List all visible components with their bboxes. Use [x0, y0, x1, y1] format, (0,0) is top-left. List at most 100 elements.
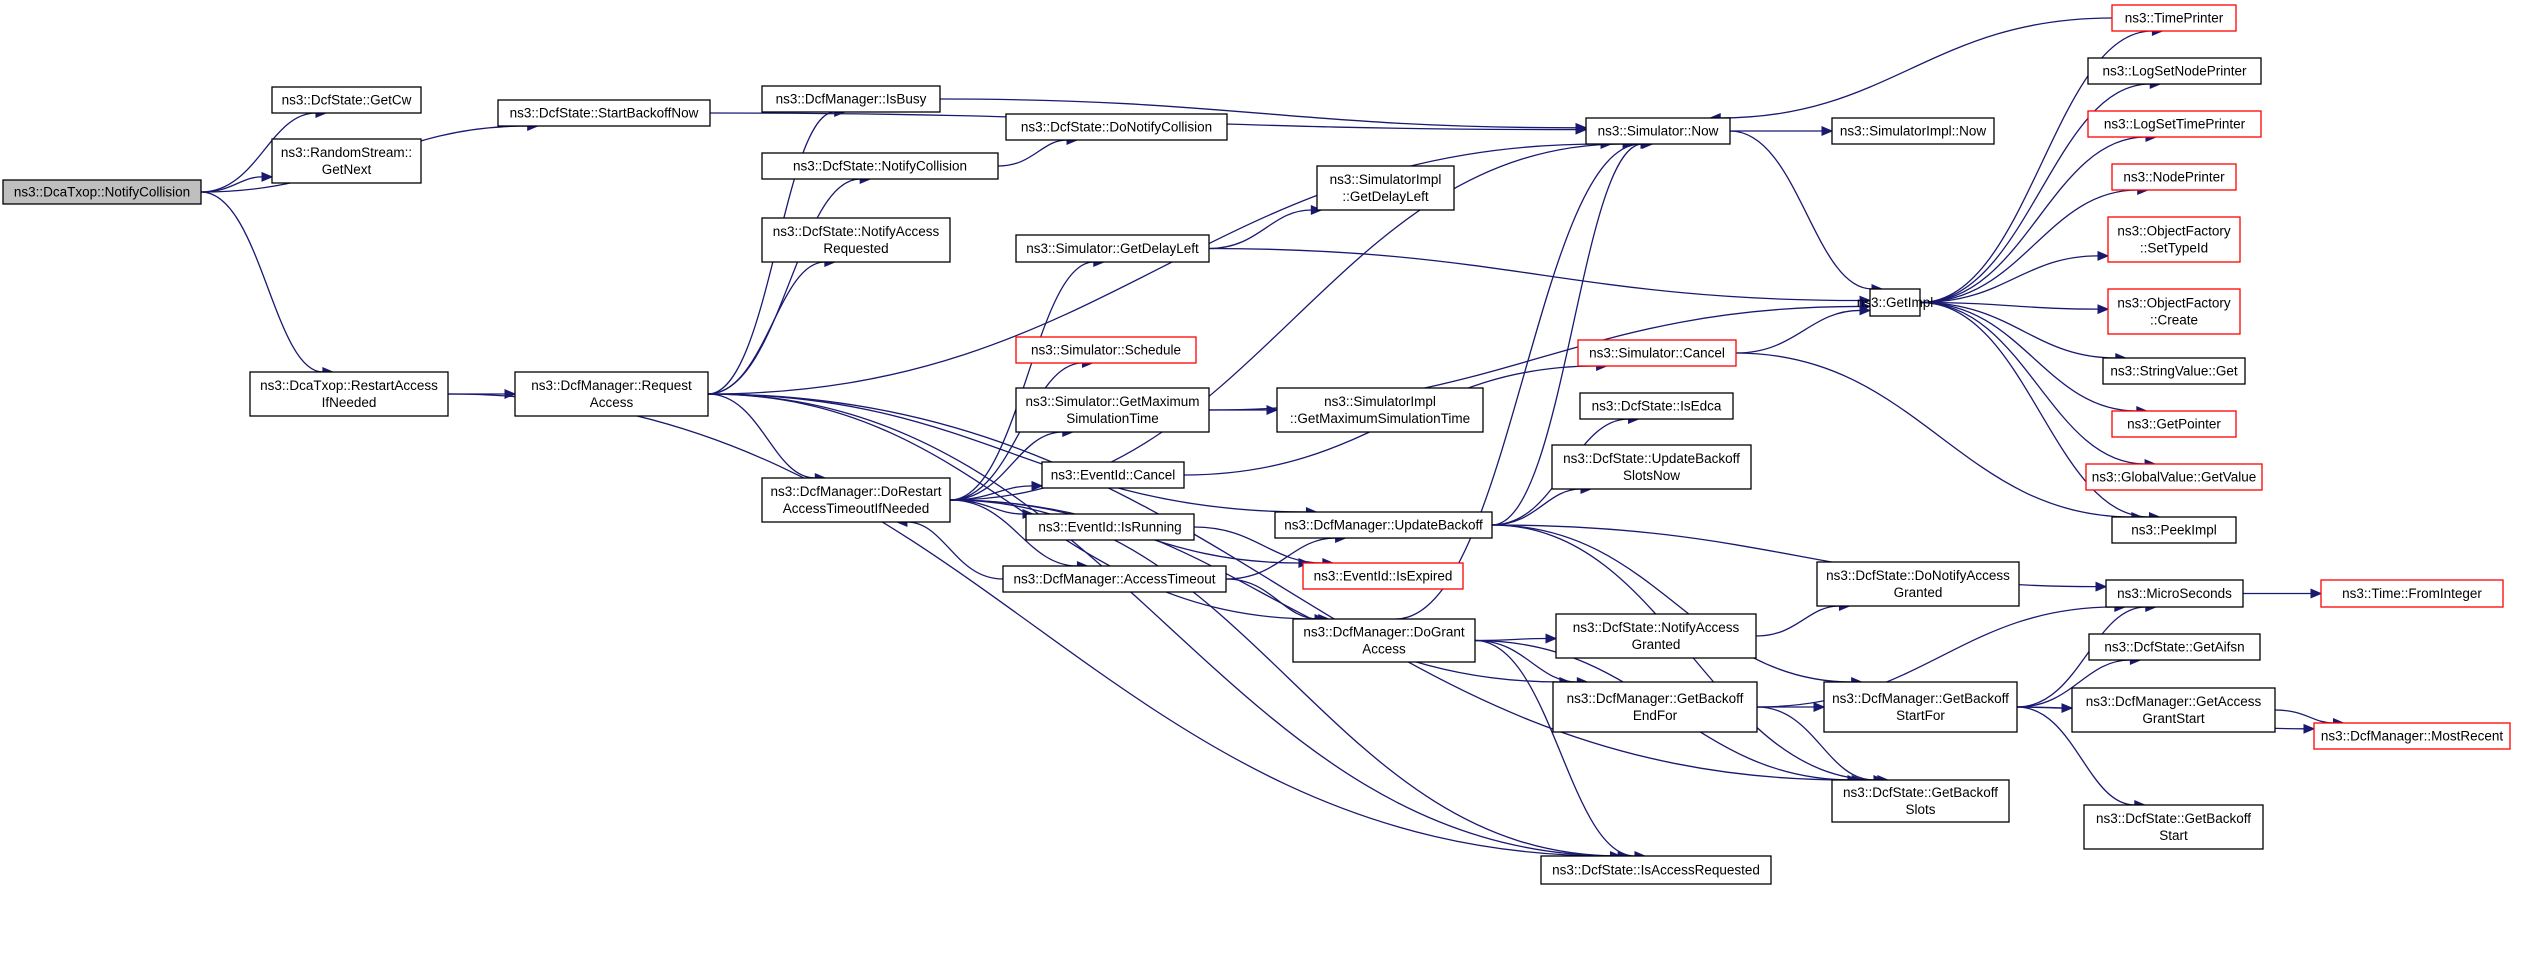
arrow-head-icon — [1545, 633, 1558, 644]
function-node-dcfGetCw[interactable]: ns3::DcfState::GetCw — [271, 86, 422, 114]
function-node-logSetNodePrinter[interactable]: ns3::LogSetNodePrinter — [2087, 57, 2262, 85]
function-node-simCancel[interactable]: ns3::Simulator::Cancel — [1577, 339, 1737, 367]
edge-line — [707, 143, 1602, 395]
function-node-isBusy[interactable]: ns3::DcfManager::IsBusy — [761, 85, 941, 113]
function-node-root[interactable]: ns3::DcaTxop::NotifyCollision — [2, 179, 202, 205]
call-edge-simCancel-to-peekImpl — [1735, 352, 2144, 522]
function-node-doRestart[interactable]: ns3::DcfManager::DoRestartAccessTimeoutI… — [761, 477, 951, 523]
function-node-stringValueGet[interactable]: ns3::StringValue::Get — [2102, 357, 2246, 385]
edge-line — [2016, 706, 2135, 806]
function-node-nodePrinter[interactable]: ns3::NodePrinter — [2111, 163, 2237, 191]
function-node-eventIsExpired[interactable]: ns3::EventId::IsExpired — [1302, 562, 1464, 590]
node-label: ns3::Simulator::GetDelayLeft — [1026, 241, 1199, 256]
node-box — [2071, 687, 2276, 733]
node-box — [1831, 117, 1995, 145]
node-label: Access — [590, 395, 634, 410]
edge-line — [1474, 639, 1578, 683]
function-node-rsGetNext[interactable]: ns3::RandomStream::GetNext — [271, 138, 422, 184]
function-node-microSeconds[interactable]: ns3::MicroSeconds — [2105, 579, 2244, 608]
node-label: ns3::EventId::IsRunning — [1038, 520, 1181, 535]
node-label: ns3::DcfManager::MostRecent — [2321, 729, 2504, 744]
node-label: ns3::GetImpl — [1857, 295, 1934, 310]
node-box — [1579, 392, 1734, 420]
node-label: ns3::DcfState::NotifyAccess — [773, 224, 940, 239]
edge-line — [1225, 578, 1319, 620]
function-node-updateBackoff[interactable]: ns3::DcfManager::UpdateBackoff — [1274, 511, 1493, 539]
node-label: AccessTimeoutIfNeeded — [783, 501, 930, 516]
function-node-simImplNow[interactable]: ns3::SimulatorImpl::Now — [1831, 117, 1995, 145]
node-label: ns3::DcfState::UpdateBackoff — [1563, 451, 1740, 466]
edge-line — [949, 499, 1620, 857]
function-node-peekImpl[interactable]: ns3::PeekImpl — [2111, 516, 2237, 544]
edge-line — [1491, 524, 1852, 683]
node-box — [271, 138, 422, 184]
function-node-dcfGetAifsn[interactable]: ns3::DcfState::GetAifsn — [2088, 633, 2261, 661]
arrow-head-icon — [1266, 405, 1279, 415]
call-edge-simCancel-to-getImpl — [1735, 305, 1872, 354]
function-node-simImplGetMaxSimTime[interactable]: ns3::SimulatorImpl::GetMaximumSimulation… — [1276, 387, 1484, 433]
function-node-dcfDoNotifyCollision[interactable]: ns3::DcfState::DoNotifyCollision — [1005, 113, 1228, 141]
function-node-getDelayLeft[interactable]: ns3::Simulator::GetDelayLeft — [1015, 234, 1210, 263]
node-label: ns3::TimePrinter — [2125, 11, 2224, 26]
node-label: ns3::DcfManager::GetAccess — [2086, 694, 2262, 709]
node-label: Start — [2159, 828, 2188, 843]
function-node-timeFromInteger[interactable]: ns3::Time::FromInteger — [2320, 579, 2504, 608]
node-box — [1540, 855, 1772, 885]
edge-line — [906, 521, 1004, 580]
node-box — [761, 217, 951, 263]
call-edges — [200, 17, 2345, 861]
call-edge-getDelayLeft-to-simImplGetDelayLeft — [1208, 205, 1323, 250]
function-node-eventCancel[interactable]: ns3::EventId::Cancel — [1041, 461, 1185, 489]
edge-line — [939, 98, 1577, 129]
function-node-eventIsRunning[interactable]: ns3::EventId::IsRunning — [1025, 513, 1195, 541]
node-box — [1316, 165, 1455, 211]
function-node-dcfStartBackoffNow[interactable]: ns3::DcfState::StartBackoffNow — [497, 99, 711, 127]
function-node-getPointer[interactable]: ns3::GetPointer — [2111, 410, 2237, 438]
node-label: ns3::Simulator::Schedule — [1031, 343, 1181, 358]
node-label: GrantStart — [2142, 711, 2205, 726]
call-edge-timePrinter-to-simNow — [1708, 17, 2113, 123]
function-node-schedule[interactable]: ns3::Simulator::Schedule — [1015, 336, 1197, 364]
function-node-timePrinter[interactable]: ns3::TimePrinter — [2111, 4, 2237, 32]
node-box — [2107, 288, 2241, 335]
function-node-getImpl[interactable]: ns3::GetImpl — [1857, 288, 1934, 317]
node-label: ns3::DcfManager::AccessTimeout — [1013, 572, 1215, 587]
edge-line — [1395, 143, 1642, 620]
function-node-dcfIsEdca[interactable]: ns3::DcfState::IsEdca — [1579, 392, 1734, 420]
function-node-mostRecent[interactable]: ns3::DcfManager::MostRecent — [2313, 722, 2511, 750]
node-label: ns3::DcfState::NotifyAccess — [1573, 620, 1740, 635]
function-node-simNow[interactable]: ns3::Simulator::Now — [1585, 117, 1731, 145]
node-label: ns3::DcfManager::DoGrant — [1303, 625, 1465, 640]
node-box — [1292, 618, 1476, 663]
node-label: SlotsNow — [1623, 468, 1680, 483]
function-node-ofSetTypeId[interactable]: ns3::ObjectFactory::SetTypeId — [2107, 216, 2241, 263]
edge-line — [2016, 606, 2146, 708]
function-node-simImplGetDelayLeft[interactable]: ns3::SimulatorImpl::GetDelayLeft — [1316, 165, 1455, 211]
arrow-head-icon — [1859, 305, 1872, 316]
arrow-head-icon — [2310, 588, 2323, 599]
function-node-accessTimeout[interactable]: ns3::DcfManager::AccessTimeout — [1002, 565, 1227, 593]
arrow-head-icon — [2097, 304, 2110, 315]
edge-line — [1474, 639, 1635, 857]
function-node-dcfNotifyCollision[interactable]: ns3::DcfState::NotifyCollision — [761, 152, 999, 180]
function-node-globalValueGetValue[interactable]: ns3::GlobalValue::GetValue — [2085, 463, 2263, 491]
node-label: Requested — [823, 241, 888, 256]
function-node-ofCreate[interactable]: ns3::ObjectFactory::Create — [2107, 288, 2241, 335]
function-node-logSetTimePrinter[interactable]: ns3::LogSetTimePrinter — [2087, 110, 2262, 138]
node-box — [1015, 336, 1197, 364]
call-edge-dcfNotifyAccessGranted-to-dcfDoNotifyAccessGranted — [1755, 601, 1851, 637]
function-node-getMaxSimTime[interactable]: ns3::Simulator::GetMaximumSimulationTime — [1015, 387, 1210, 433]
function-node-dcfIsAccessRequested[interactable]: ns3::DcfState::IsAccessRequested — [1540, 855, 1772, 885]
